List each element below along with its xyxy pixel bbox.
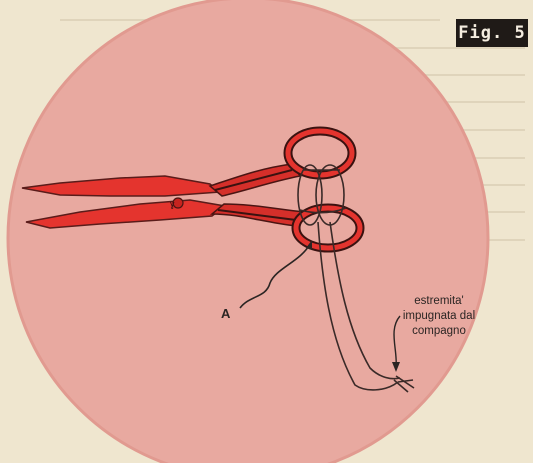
annotation-line-1: estremita' <box>384 294 494 309</box>
annotation-line-3: compagno <box>384 324 494 339</box>
annotation-text: estremita' impugnata dal compagno <box>384 294 494 339</box>
svg-text:ɣ: ɣ <box>170 199 175 209</box>
annotation-line-2: impugnata dal <box>384 309 494 324</box>
figure-number-badge: Fig. 5 <box>456 19 528 47</box>
label-a: A <box>221 306 230 321</box>
pink-circle-backdrop <box>8 0 488 463</box>
